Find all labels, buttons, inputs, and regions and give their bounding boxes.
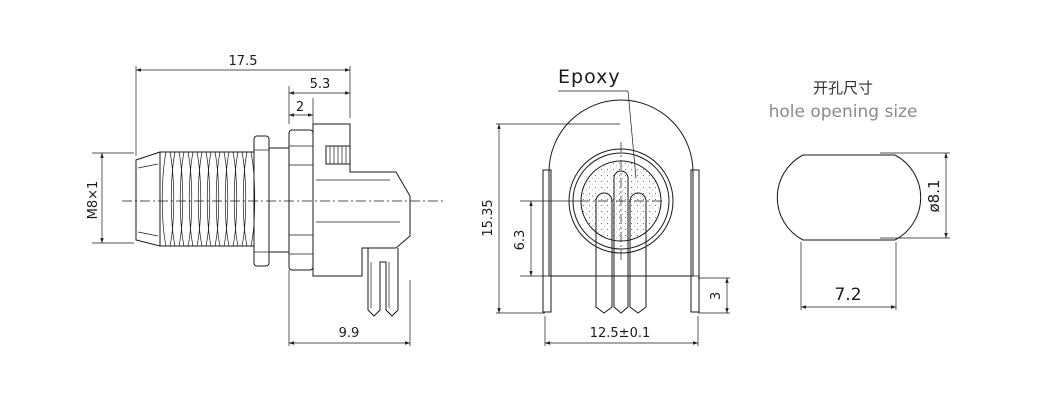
right-angle-housing xyxy=(312,123,411,317)
thread-crest xyxy=(179,151,185,247)
threaded-barrel xyxy=(135,151,256,247)
thread-root xyxy=(178,151,184,247)
dim-thread: M8×1 xyxy=(86,181,101,220)
dim-overall-length: 17.5 xyxy=(229,54,258,69)
dim-diameter: ø8.1 xyxy=(925,179,943,212)
hole-outline xyxy=(776,154,922,241)
thread-root xyxy=(241,151,247,247)
dim-height: 15.35 xyxy=(481,199,496,236)
thread-crest xyxy=(197,151,203,247)
epoxy-label: Epoxy xyxy=(558,66,621,88)
front-view: Epoxy 15.35 6.3 3 12.5±0.1 xyxy=(481,66,730,346)
dim-hole-width: 7.2 xyxy=(834,285,861,305)
hole-title-cn: 开孔尺寸 xyxy=(813,79,873,97)
thread-crest xyxy=(170,151,176,247)
hole-opening-view: 开孔尺寸 hole opening size ø8.1 7.2 xyxy=(769,79,950,310)
thread-crest xyxy=(206,151,212,247)
thread-root xyxy=(196,151,202,247)
thread-root xyxy=(232,151,238,247)
thread-crest xyxy=(215,151,221,247)
thread-root xyxy=(214,151,220,247)
dim-center-height: 6.3 xyxy=(513,230,528,251)
thread-root xyxy=(250,151,256,247)
thread-root xyxy=(187,151,193,247)
dim-pin-length: 3 xyxy=(709,292,724,300)
dim-panel-to-rear: 5.3 xyxy=(310,77,331,92)
dim-flange: 2 xyxy=(296,100,304,115)
thread-crest xyxy=(242,151,248,247)
thread-crest xyxy=(161,151,167,247)
side-view: 17.5 5.3 2 9.9 M8×1 xyxy=(86,54,445,346)
pins xyxy=(595,170,647,314)
hex-nut xyxy=(253,129,314,271)
hole-title-en: hole opening size xyxy=(769,102,918,122)
thread-crest xyxy=(224,151,230,247)
dim-bottom-length: 9.9 xyxy=(339,326,360,341)
thread-root xyxy=(169,151,175,247)
thread-crest xyxy=(188,151,194,247)
thread-root xyxy=(205,151,211,247)
dim-width: 12.5±0.1 xyxy=(590,326,651,341)
thread-crest xyxy=(233,151,239,247)
thread-root xyxy=(223,151,229,247)
